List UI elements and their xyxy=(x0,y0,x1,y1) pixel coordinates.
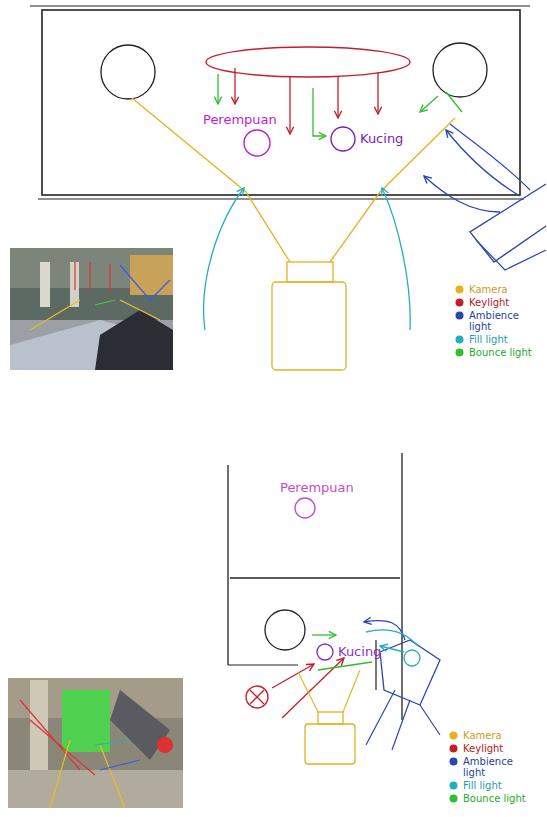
legend-label: Fill light xyxy=(469,334,539,345)
legend-swatch xyxy=(455,311,464,320)
legend-swatch xyxy=(449,781,458,790)
legend-label: Fill light xyxy=(463,780,533,791)
legend-swatch xyxy=(455,285,464,294)
legend-swatch xyxy=(449,731,458,740)
legend-entry: Fill light xyxy=(449,780,541,791)
legend-swatch xyxy=(449,757,458,766)
subject-circle xyxy=(243,129,271,157)
subject-label: Kucing xyxy=(338,644,381,660)
subject-node: Perempuan xyxy=(280,480,354,519)
subject-circle xyxy=(294,497,316,519)
reference-photo xyxy=(10,248,173,370)
legend-label: Ambience light xyxy=(463,756,533,778)
legend-label: Bounce light xyxy=(469,347,539,358)
subject-label: Perempuan xyxy=(203,112,277,128)
subject-circle xyxy=(330,126,356,152)
subject-label: Kucing xyxy=(360,131,403,147)
legend-entry: Keylight xyxy=(449,743,541,754)
legend-entry: Kamera xyxy=(455,284,547,295)
legend-entry: Kamera xyxy=(449,730,541,741)
legend-label: Kamera xyxy=(469,284,539,295)
legend-entry: Bounce light xyxy=(455,347,547,358)
legend-swatch xyxy=(449,794,458,803)
legend-entry: Fill light xyxy=(455,334,547,345)
legend: KameraKeylightAmbience lightFill lightBo… xyxy=(455,284,547,360)
reference-photo xyxy=(8,678,183,808)
legend: KameraKeylightAmbience lightFill lightBo… xyxy=(449,730,541,806)
legend-label: Ambience light xyxy=(469,310,539,332)
set-bottom xyxy=(228,453,440,764)
legend-swatch xyxy=(455,348,464,357)
subject-node: Perempuan xyxy=(203,112,277,157)
legend-swatch xyxy=(449,744,458,753)
legend-label: Keylight xyxy=(463,743,533,754)
legend-entry: Keylight xyxy=(455,297,547,308)
legend-label: Keylight xyxy=(469,297,539,308)
legend-entry: Ambience light xyxy=(449,756,541,778)
subject-label: Perempuan xyxy=(280,480,354,496)
legend-label: Kamera xyxy=(463,730,533,741)
legend-entry: Bounce light xyxy=(449,793,541,804)
legend-swatch xyxy=(455,335,464,344)
subject-node: Kucing xyxy=(330,126,403,152)
subject-node: Kucing xyxy=(316,643,381,661)
legend-swatch xyxy=(455,298,464,307)
legend-entry: Ambience light xyxy=(455,310,547,332)
subject-circle xyxy=(316,643,334,661)
legend-label: Bounce light xyxy=(463,793,533,804)
